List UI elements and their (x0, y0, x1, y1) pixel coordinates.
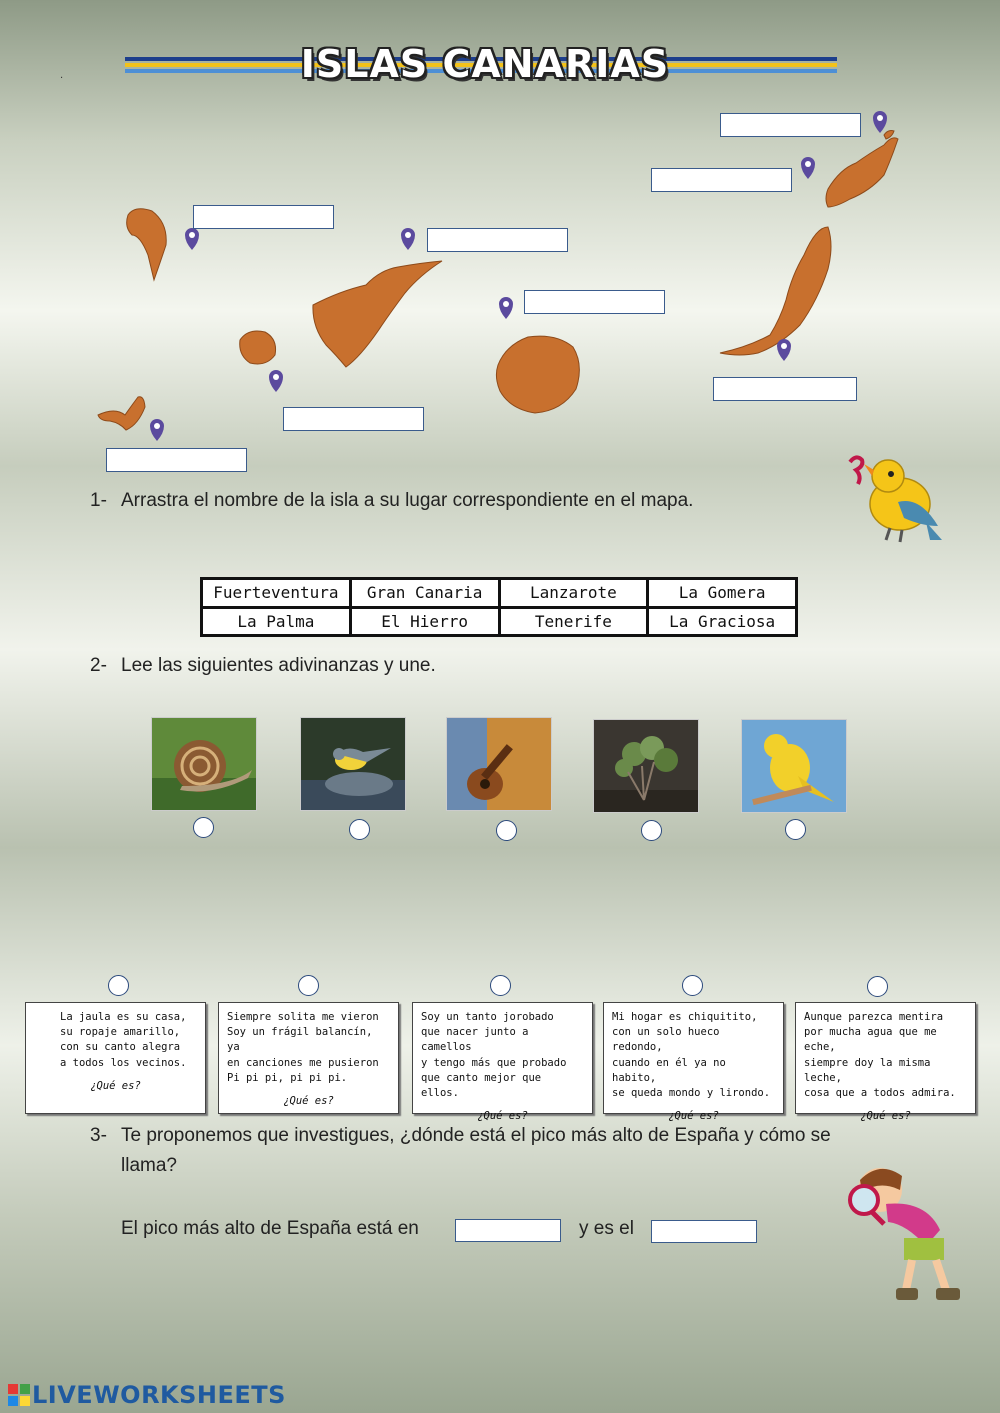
canary-islands-map (97, 111, 899, 441)
picture-match-circle[interactable] (193, 817, 214, 838)
riddle-question: ¿Qué es? (90, 1079, 141, 1092)
location-answer-input[interactable] (455, 1219, 561, 1242)
riddle-card: La jaula es su casa, su ropaje amarillo,… (25, 1002, 206, 1114)
liveworksheets-logo-icon (8, 1384, 30, 1406)
gran-canaria-island (495, 335, 580, 414)
picture-match-circle[interactable] (641, 820, 662, 841)
riddle-text: La jaula es su casa, su ropaje amarillo,… (60, 1011, 187, 1069)
island-name-card[interactable]: Tenerife (500, 608, 647, 634)
section-3-instruction-line-1: Te proponemos que investigues, ¿dónde es… (121, 1125, 831, 1146)
page-title: ISLAS CANARIAS (300, 42, 670, 86)
title-stripes (125, 57, 837, 77)
island-name-card[interactable]: La Gomera (649, 580, 795, 606)
riddle-match-circle[interactable] (682, 975, 703, 996)
singing-bird-illustration (848, 455, 942, 543)
riddle-text: Soy un tanto jorobado que nacer junto a … (421, 1011, 567, 1100)
riddle-match-circle[interactable] (298, 975, 319, 996)
island-name-card[interactable]: Fuerteventura (203, 580, 349, 606)
pin-icon (401, 228, 415, 250)
liveworksheets-logo: LIVEWORKSHEETS (8, 1381, 286, 1409)
island-name-card[interactable]: El Hierro (351, 608, 498, 634)
snail-photo (151, 717, 257, 811)
section-3-number: 3- (90, 1125, 107, 1146)
section-3-instruction-line-2: llama? (121, 1155, 177, 1176)
la-gomera-island (239, 330, 276, 365)
la-graciosa-island (883, 130, 895, 140)
la-palma-island (126, 208, 167, 282)
investigator-girl-illustration (848, 1168, 960, 1300)
el-hierro-island (97, 396, 146, 431)
pin-icon (777, 339, 791, 361)
canary-bird-photo (741, 719, 847, 813)
pin-icon (269, 370, 283, 392)
riddle-question: ¿Qué es? (668, 1110, 719, 1123)
tenerife-island (312, 260, 443, 368)
island-drop-box-fuerteventura[interactable] (713, 377, 857, 401)
fuerteventura-island (719, 226, 832, 356)
riddle-question: ¿Qué es? (477, 1110, 528, 1123)
pin-icon (185, 227, 199, 250)
island-drop-box-lanzarote[interactable] (651, 168, 792, 192)
riddle-card: Mi hogar es chiquitito, con un solo huec… (603, 1002, 784, 1122)
pin-icon (499, 297, 513, 319)
riddle-text: Siempre solita me vieron Soy un frágil b… (227, 1011, 379, 1084)
pin-icon (801, 157, 815, 179)
lanzarote-island (825, 137, 899, 208)
peak-name-answer-input[interactable] (651, 1220, 757, 1243)
riddle-card: Soy un tanto jorobado que nacer junto a … (412, 1002, 593, 1122)
island-drop-box-el-hierro[interactable] (106, 448, 247, 472)
picture-match-circle[interactable] (496, 820, 517, 841)
riddle-question: ¿Qué es? (283, 1095, 334, 1108)
section-1-number: 1- (90, 490, 107, 511)
wagtail-bird-photo (300, 717, 406, 811)
island-name-card[interactable]: Lanzarote (500, 580, 647, 606)
answer-middle-text: y es el (579, 1218, 634, 1239)
island-name-card[interactable]: La Graciosa (649, 608, 795, 634)
island-drop-box-la-palma[interactable] (193, 205, 334, 229)
riddle-match-circle[interactable] (867, 976, 888, 997)
pin-icon (873, 111, 887, 133)
riddle-text: Aunque parezca mentira por mucha agua qu… (804, 1011, 956, 1100)
pin-icon (150, 419, 164, 441)
riddle-question: ¿Qué es? (860, 1110, 911, 1123)
riddle-text: Mi hogar es chiquitito, con un solo huec… (612, 1011, 771, 1100)
tabaiba-plant-photo (593, 719, 699, 813)
island-name-card[interactable]: Gran Canaria (351, 580, 498, 606)
island-drop-box-tenerife[interactable] (427, 228, 568, 252)
timple-guitar-photo (446, 717, 552, 811)
picture-match-circle[interactable] (785, 819, 806, 840)
picture-match-circle[interactable] (349, 819, 370, 840)
island-drop-box-la-gomera[interactable] (283, 407, 424, 431)
riddle-card: Aunque parezca mentira por mucha agua qu… (795, 1002, 976, 1122)
riddle-card: Siempre solita me vieron Soy un frágil b… (218, 1002, 399, 1114)
island-name-card[interactable]: La Palma (203, 608, 349, 634)
island-drop-box-la-graciosa[interactable] (720, 113, 861, 137)
section-1-instruction: Arrastra el nombre de la isla a su lugar… (121, 490, 694, 511)
answer-prefix-text: El pico más alto de España está en (121, 1218, 419, 1239)
riddle-match-circle[interactable] (490, 975, 511, 996)
stray-dot: . (60, 70, 64, 81)
music-note-icon (848, 455, 865, 485)
magnifying-glass-icon (848, 1184, 880, 1216)
island-drop-box-gran-canaria[interactable] (524, 290, 665, 314)
riddle-match-circle[interactable] (108, 975, 129, 996)
section-2-instruction: Lee las siguientes adivinanzas y une. (121, 655, 436, 676)
island-names-bank: Fuerteventura Gran Canaria Lanzarote La … (200, 577, 798, 637)
section-2-number: 2- (90, 655, 107, 676)
brand-name: LIVEWORKSHEETS (32, 1381, 286, 1409)
